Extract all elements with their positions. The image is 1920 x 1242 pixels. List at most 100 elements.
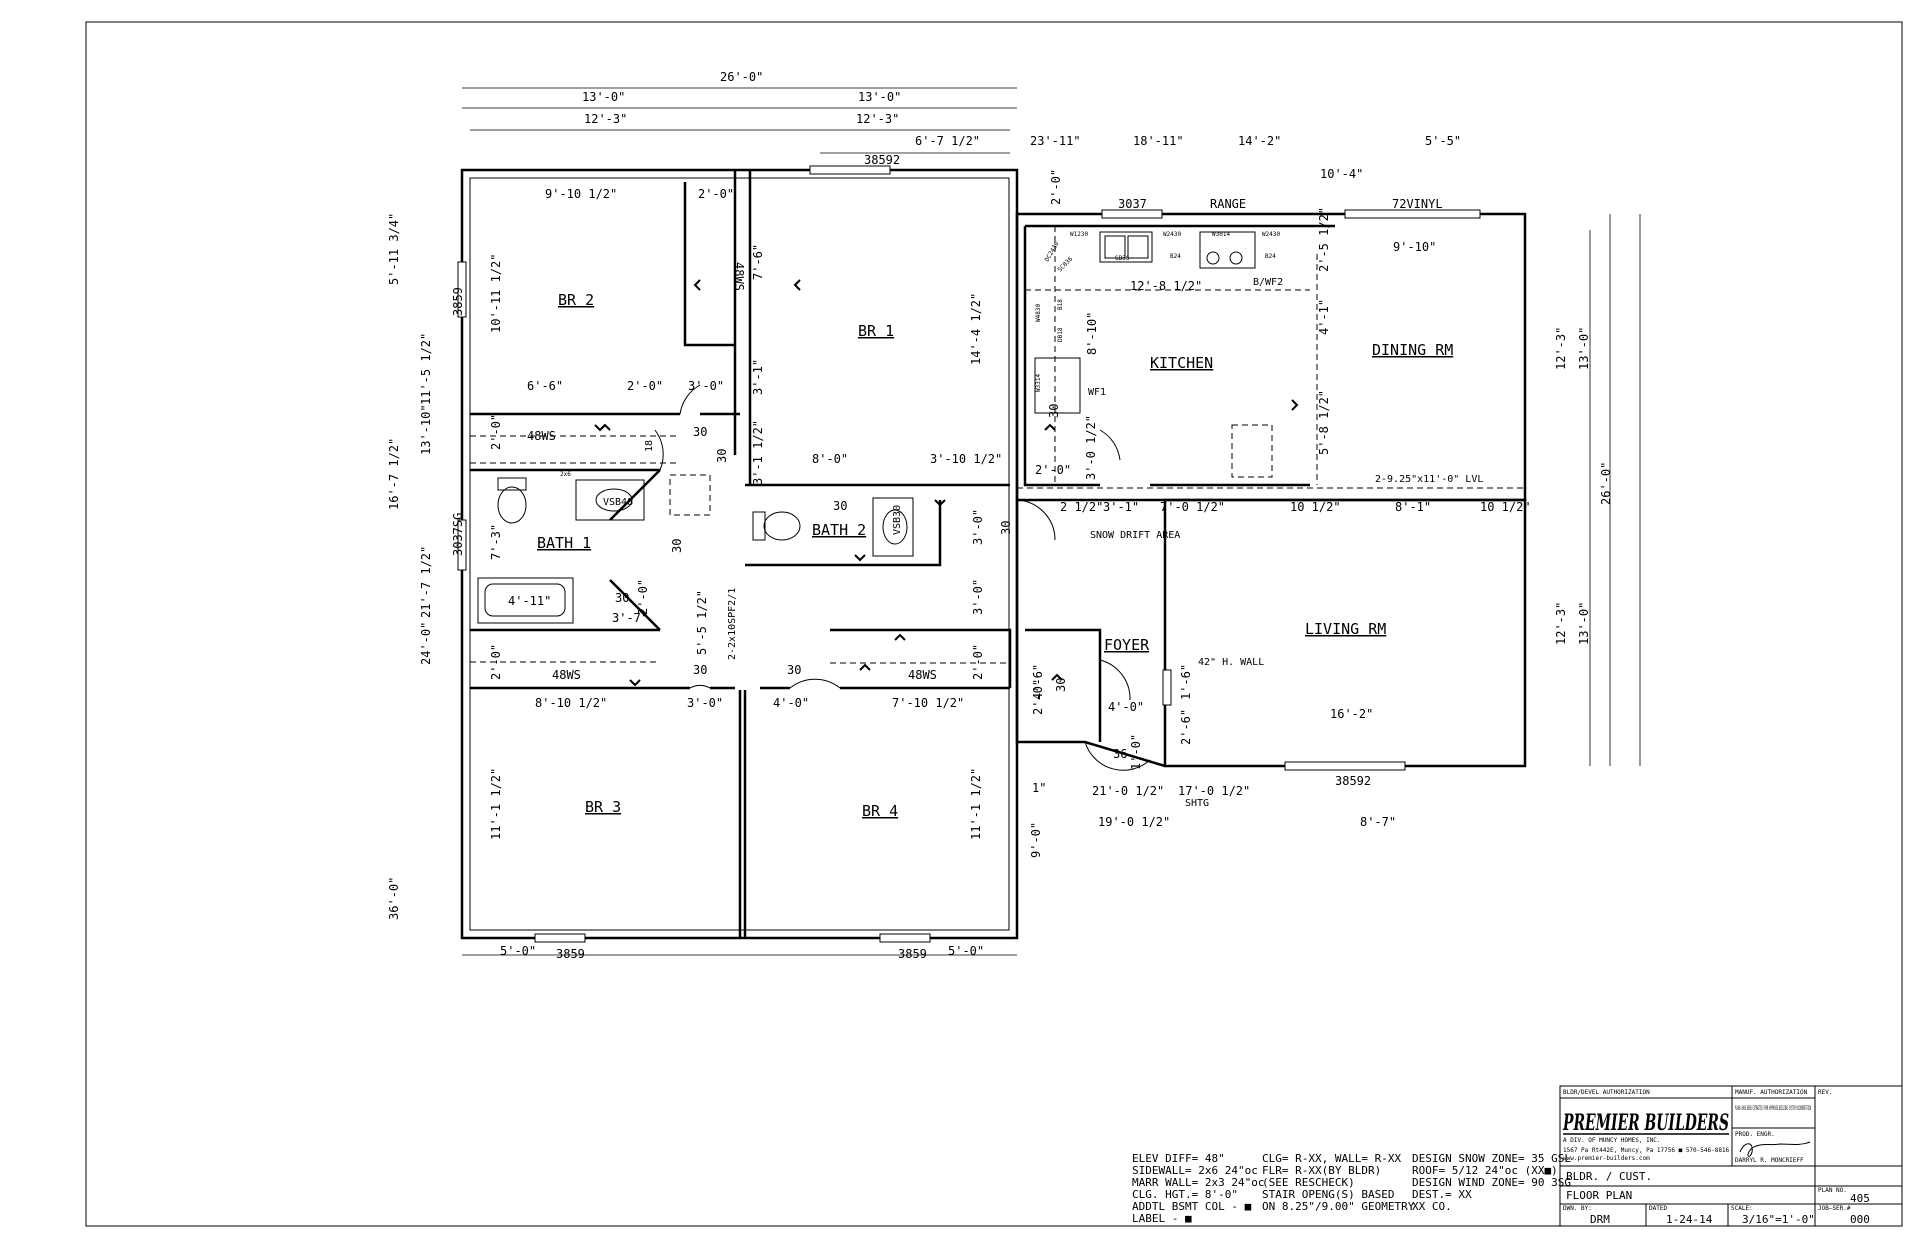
dim-7-3: 7'-3" <box>489 524 503 560</box>
label-72vinyl: 72VINYL <box>1392 197 1443 211</box>
label-door-30-4: 30 <box>670 539 684 553</box>
tb-scale-label: SCALE: <box>1731 1205 1753 1212</box>
dim-11-1-a: 11'-1 1/2" <box>489 768 503 840</box>
label-cab-b24b: B24 <box>1265 253 1276 260</box>
notes-col1-line5: LABEL - ■ <box>1132 1212 1192 1225</box>
dim-3-0-e: 3'-0" <box>687 696 723 710</box>
dim-10-11: 10'-11 1/2" <box>489 254 503 333</box>
label-window-3859-bottom-left: 3859 <box>556 947 585 961</box>
island-skylight <box>1231 424 1273 478</box>
title-block: BLDR/DEVEL AUTHORIZATION MANUF. AUTHORIZ… <box>1559 1085 1903 1227</box>
dim-left-13-10: 13'-10" <box>419 404 433 455</box>
dim-6-7: 6'-7 1/2" <box>915 134 980 148</box>
dim-2-half: 2 1/2" <box>1060 500 1103 514</box>
dim-9-10: 9'-10" <box>1393 240 1436 254</box>
label-wf1: WF1 <box>1088 387 1106 398</box>
label-cab-w1230: W1230 <box>1070 231 1088 238</box>
notes-col1-line4: ADDTL BSMT COL - ■ <box>1132 1200 1252 1213</box>
label-cab-w2430a: W2430 <box>1163 231 1181 238</box>
label-cab-b24a: B24 <box>1170 253 1181 260</box>
room-br3: BR 3 <box>585 798 621 816</box>
tb-brand-sub: A DIV. OF MUNCY HOMES, INC. <box>1563 1137 1661 1144</box>
room-br1: BR 1 <box>858 322 894 340</box>
label-cab-dc2430: DC2430 <box>1044 240 1061 263</box>
dim-9-10h: 9'-10 1/2" <box>545 187 617 201</box>
plan-labels: 38592 3037 RANGE 72VINYL 38592 3859 3037… <box>451 153 1483 961</box>
dim-12-8: 12'-8 1/2" <box>1130 279 1202 293</box>
label-shtg: SHTG <box>1185 798 1209 809</box>
dim-5-0-b: 5'-0" <box>948 944 984 958</box>
dim-7-10: 7'-10 1/2" <box>892 696 964 710</box>
room-kitchen: KITCHEN <box>1150 354 1213 372</box>
dim-1: 1" <box>1032 781 1046 795</box>
dimension-texts: 26'-0" 13'-0" 13'-0" 12'-3" 12'-3" 6'-7 … <box>387 70 1613 958</box>
dim-14-4: 14'-4 1/2" <box>969 293 983 365</box>
label-bwf2: B/WF2 <box>1253 277 1283 288</box>
label-2x6: 2x6 <box>560 471 571 478</box>
dim-right-12-3-a: 12'-3" <box>1554 327 1568 370</box>
dim-3-0-b: 3'-0 1/2" <box>1084 415 1098 480</box>
label-stair: 2-2x10SPF2/1 <box>727 588 738 660</box>
dim-16-2: 16'-2" <box>1330 707 1373 721</box>
tb-dwn-label: DWN. BY: <box>1563 1205 1592 1212</box>
general-notes: ELEV DIFF= 48" SIDEWALL= 2x6 24"oc MARR … <box>1132 1152 1571 1225</box>
room-bath1: BATH 1 <box>537 534 591 552</box>
toilet-bath1 <box>497 486 527 524</box>
dim-2-0-h: 2'-0" <box>1031 679 1045 715</box>
label-window-3037: 3037 <box>1118 197 1147 211</box>
dim-left-24-0: 24'-0" <box>419 622 433 665</box>
dim-8-7: 8'-7" <box>1360 815 1396 829</box>
dim-4-0-b: 4'-0" <box>1108 700 1144 714</box>
notes-col3-line2: DESIGN WIND ZONE= 90 3SG <box>1412 1176 1571 1189</box>
vanity-bath2 <box>872 497 914 557</box>
room-labels: BR 2 BR 1 BATH 1 BATH 2 BR 3 BR 4 KITCHE… <box>537 291 1453 820</box>
dim-26-top: 26'-0" <box>720 70 763 84</box>
label-vsb30: VSB30 <box>892 505 903 535</box>
dim-3-7: 3'-7" <box>612 611 648 625</box>
tb-plans-note: PLANS HAVE BEEN EXTRACTED FROM APPROVED … <box>1735 1105 1811 1112</box>
dim-5-8: 5'-8 1/2" <box>1317 390 1331 455</box>
dim-19-0: 19'-0 1/2" <box>1098 815 1170 829</box>
label-door-30-6: 30 <box>693 663 707 677</box>
dim-10-half-2: 10 1/2" <box>1480 500 1531 514</box>
label-48ws-d: 48WS <box>908 668 937 682</box>
label-48ws-b: 48WS <box>527 429 556 443</box>
notes-col3-line0: DESIGN SNOW ZONE= 35 GSL <box>1412 1152 1571 1165</box>
dim-right-12-3-b: 12'-3" <box>1554 602 1568 645</box>
dim-2-0-b: 2'-0" <box>627 379 663 393</box>
label-door-30-9: 30 <box>1047 404 1061 418</box>
notes-col3-line4: XX CO. <box>1412 1200 1452 1213</box>
notes-col1-line3: CLG. HGT.= 8'-0" <box>1132 1188 1238 1201</box>
tb-job-label: JOB—SER.# <box>1818 1205 1851 1212</box>
notes-col1-line2: MARR WALL= 2x3 24"oc <box>1132 1176 1264 1189</box>
tb-drawing-title: FLOOR PLAN <box>1566 1189 1632 1202</box>
tb-plan-no: 405 <box>1850 1192 1870 1205</box>
notes-col2-line1: FLR= R-XX(BY BLDR) <box>1262 1164 1381 1177</box>
label-range: RANGE <box>1210 197 1246 211</box>
label-cab-w2430b: W2430 <box>1262 231 1280 238</box>
label-cab-b18: B18 <box>1057 299 1064 310</box>
bathtub-bath1 <box>477 577 574 624</box>
label-window-3859-left: 3859 <box>451 287 465 316</box>
dim-9-0: 9'-0" <box>1029 822 1043 858</box>
tb-brand-logo: PREMIER BUILDERS <box>1562 1110 1729 1136</box>
closet-markers <box>594 279 1299 687</box>
label-door-30-5: 30 <box>615 591 629 605</box>
fixtures <box>470 226 1525 664</box>
dim-5-5: 5'-5" <box>1425 134 1461 148</box>
stair-opening <box>669 474 711 516</box>
dim-13-a: 13'-0" <box>582 90 625 104</box>
label-snow-drift: SNOW DRIFT AREA <box>1090 530 1180 541</box>
dim-8-1: 8'-1" <box>1395 500 1431 514</box>
room-dining: DINING RM <box>1372 341 1453 359</box>
dim-2-0-a: 2'-0" <box>698 187 734 201</box>
dim-21-0: 21'-0 1/2" <box>1092 784 1164 798</box>
dim-right-13-0-a: 13'-0" <box>1577 327 1591 370</box>
label-cab-w4830: W4830 <box>1035 304 1042 322</box>
dim-3-10: 3'-10 1/2" <box>930 452 1002 466</box>
dim-4-6: 4'-6" <box>1031 664 1045 700</box>
tb-scale: 3/16"=1'-0" <box>1742 1213 1815 1226</box>
label-cab-w3014: W3014 <box>1212 231 1230 238</box>
dim-12-a: 12'-3" <box>584 112 627 126</box>
dim-4-11: 4'-11" <box>508 594 551 608</box>
